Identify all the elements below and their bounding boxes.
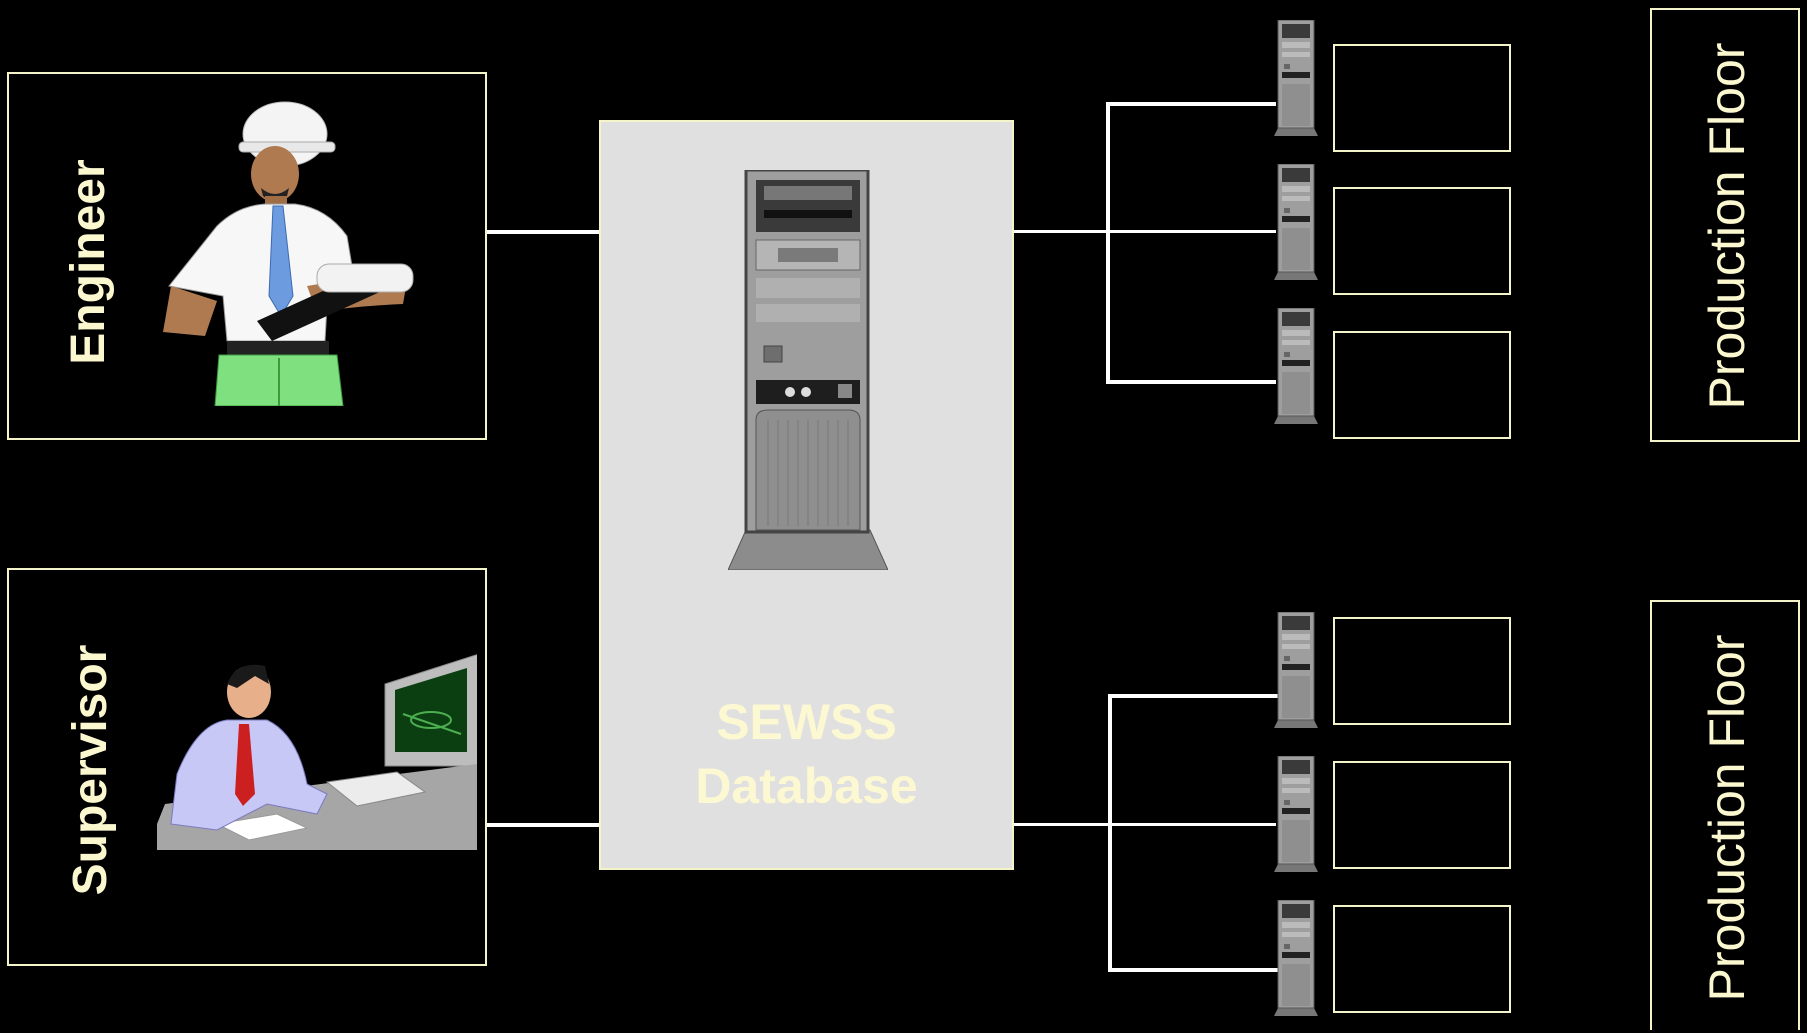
supervisor-panel: Supervisor	[7, 568, 487, 966]
production-floor-panel-2: Production Floor	[1650, 600, 1800, 1030]
workstation-screen	[1333, 905, 1511, 1013]
workstation-screen	[1333, 44, 1511, 152]
workstation-screen	[1333, 187, 1511, 295]
supervisor-label: Supervisor	[64, 644, 117, 896]
wire-bus-bottom	[1108, 694, 1112, 972]
wire-engineer-database	[487, 230, 599, 234]
workstation-tower-icon	[1274, 20, 1318, 136]
workstation-tower-icon	[1274, 756, 1318, 872]
database-label-line2: Database	[695, 758, 918, 814]
workstation-screen	[1333, 617, 1511, 725]
wire-database-floor-2	[1014, 823, 1276, 826]
workstation-screen	[1333, 331, 1511, 439]
wire-supervisor-database	[487, 823, 599, 827]
database-label: SEWSS Database	[601, 690, 1012, 818]
wire-database-floor-1	[1014, 230, 1276, 233]
production-floor-label-1: Production Floor	[1699, 42, 1755, 410]
engineer-panel: Engineer	[7, 72, 487, 440]
workstation-tower-icon	[1274, 164, 1318, 280]
production-floor-panel-1: Production Floor	[1650, 8, 1800, 442]
sewss-database-box: SEWSS Database	[599, 120, 1014, 870]
wire-branch-bottom-3	[1108, 968, 1284, 972]
server-tower-icon	[728, 170, 888, 570]
wire-branch-top-1	[1106, 102, 1276, 106]
workstation-tower-icon	[1274, 308, 1318, 424]
engineer-label: Engineer	[62, 159, 115, 365]
workstation-tower-icon	[1274, 612, 1318, 728]
workstation-screen	[1333, 761, 1511, 869]
production-floor-label-2: Production Floor	[1699, 634, 1755, 1002]
engineer-figure	[163, 101, 414, 406]
wire-bus-top	[1106, 102, 1110, 384]
wire-branch-bottom-1	[1108, 694, 1278, 698]
supervisor-figure	[157, 654, 477, 850]
database-label-line1: SEWSS	[716, 694, 897, 750]
wire-branch-top-3	[1106, 380, 1276, 384]
workstation-tower-icon	[1274, 900, 1318, 1016]
